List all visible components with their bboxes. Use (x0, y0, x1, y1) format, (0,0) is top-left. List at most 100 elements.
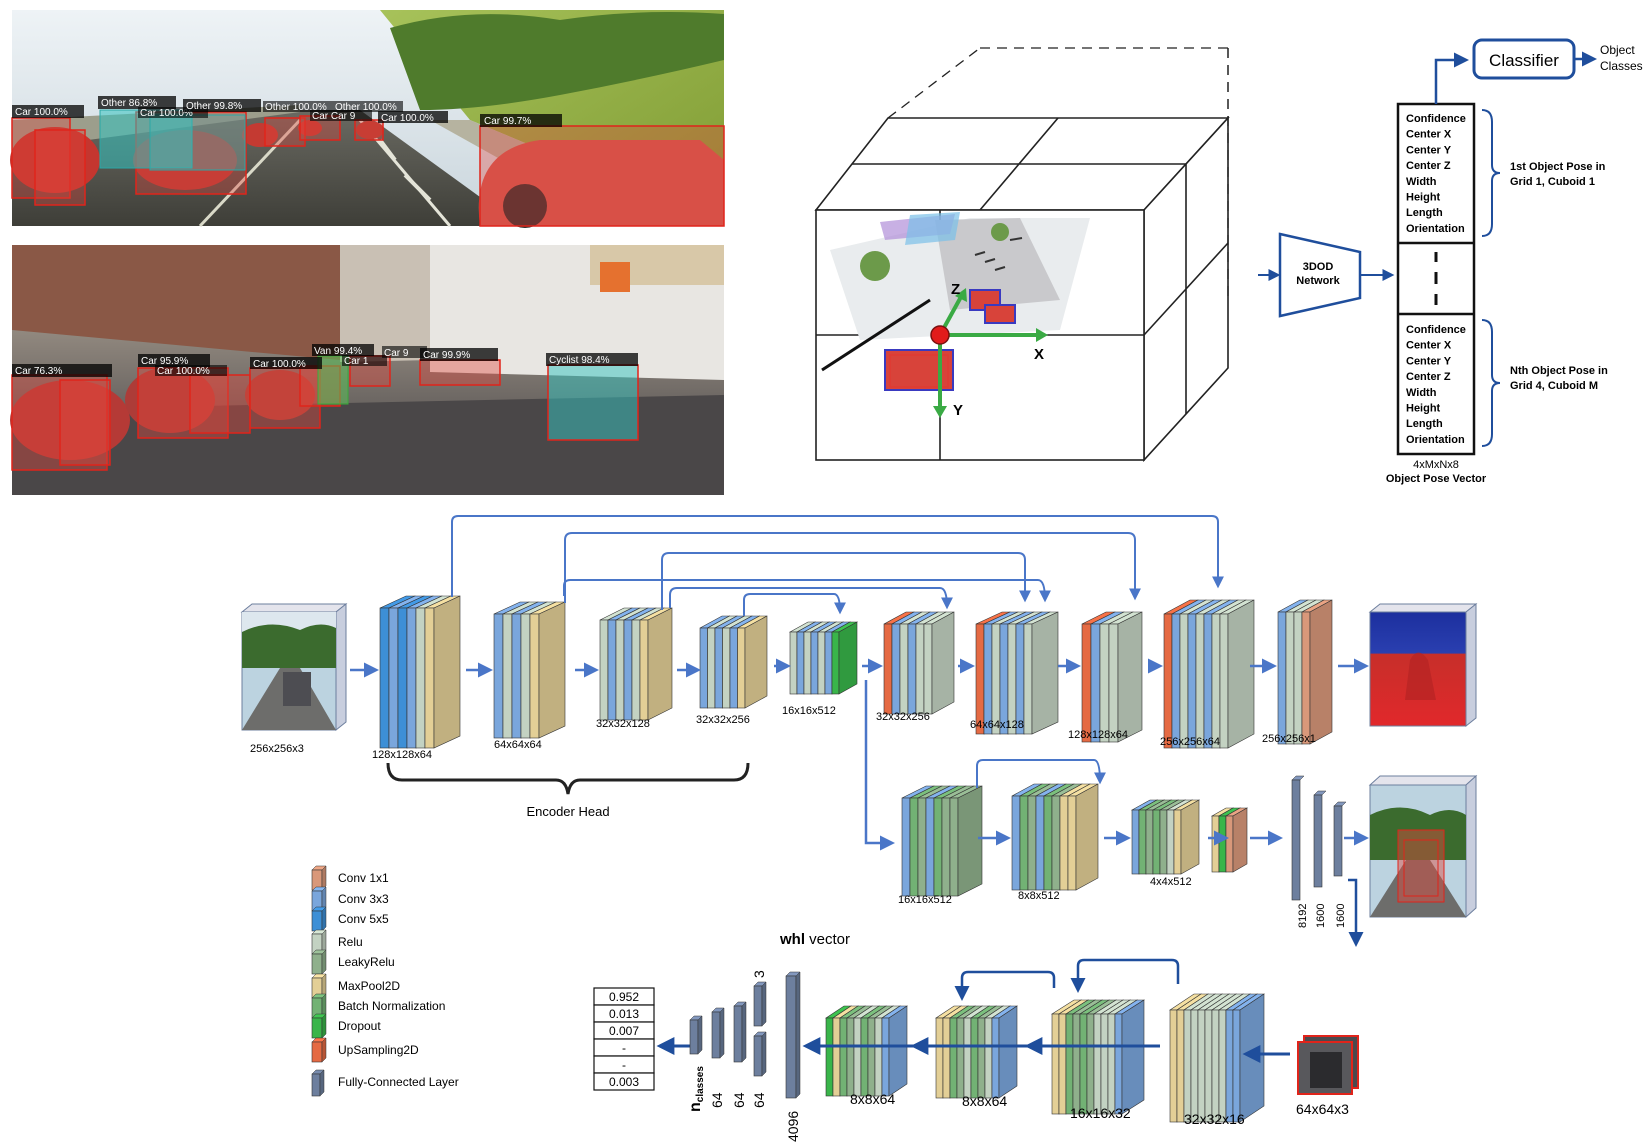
pose-field: Width (1406, 387, 1437, 399)
pose-field: Length (1406, 418, 1443, 430)
layer-slab (803, 631, 812, 695)
detection-photo-street: Car 76.3% Car 95.9% Car 100.0% Car 100.0… (10, 245, 724, 495)
layer-slab (1090, 623, 1101, 743)
layer-slab (933, 797, 943, 897)
legend-label: Relu (338, 935, 363, 949)
layer-slab (956, 1017, 965, 1099)
layer-slab (1138, 809, 1147, 875)
legend-swatch (311, 1041, 323, 1063)
layer-slab (1169, 1009, 1178, 1123)
layer-slab (1187, 613, 1197, 749)
fc-layer (1333, 805, 1343, 877)
layer-slab (963, 1017, 972, 1099)
layer-slab (1166, 809, 1175, 875)
pose-field: Center Y (1406, 355, 1452, 367)
layer-slab (1145, 809, 1154, 875)
depth-layer-block: 128x128x64 (1068, 611, 1143, 743)
detection-label: Car 99.9% (423, 350, 470, 361)
layer-slab (1176, 1009, 1185, 1123)
layer-slab (737, 627, 746, 709)
pose-field: Confidence (1406, 324, 1466, 336)
fc-layer (689, 1019, 699, 1055)
network-3dod-line2: Network (1296, 275, 1340, 287)
layer-slab (915, 623, 925, 715)
layer-slab (1007, 623, 1017, 735)
fc-dims: 1600 (1335, 904, 1347, 928)
depth-layer-block: 128x128x64 (372, 595, 461, 761)
layer-dims: 32x32x128 (596, 718, 650, 730)
object-classes-line2: Classes (1600, 59, 1643, 73)
pose-vector-dims: 4xMxNx8 (1413, 459, 1459, 471)
layer-slab (970, 1017, 979, 1099)
layer-slab (1285, 611, 1295, 745)
legend-label: LeakyRelu (338, 955, 395, 969)
classifier-layer-block: 16x16x32 (1050, 999, 1146, 1121)
layer-slab (1152, 809, 1161, 875)
fc-dims: 64 (709, 1092, 725, 1108)
pose-field: Height (1406, 403, 1441, 415)
layer-slab (1023, 623, 1033, 735)
layer-slab (1027, 795, 1037, 891)
fc-layer (785, 975, 797, 1099)
layer-slab (789, 631, 798, 695)
layer-slab (1204, 1009, 1213, 1123)
layer-slab (1086, 1013, 1095, 1115)
legend-label: Fully-Connected Layer (338, 1075, 459, 1089)
layer-slab (1190, 1009, 1199, 1123)
classifier-label: Classifier (1489, 51, 1559, 70)
layer-dims: 8x8x64 (850, 1091, 895, 1107)
detection-label: Car 100.0% (15, 107, 68, 118)
layer-slab (853, 1017, 862, 1097)
n-classes-main: n (687, 1102, 704, 1112)
whl-bold: whl (779, 931, 805, 948)
layer-slab (941, 797, 951, 897)
depth-layer-block: 64x64x128 (970, 611, 1059, 735)
layer-slab (1293, 611, 1303, 745)
depth-input-image (240, 602, 348, 732)
layer-slab (1225, 815, 1234, 873)
layer-slab (699, 627, 708, 709)
depth-layer-block: 256x256x64 (1160, 599, 1255, 749)
legend-label: Conv 5x5 (338, 912, 389, 926)
layer-slab (511, 613, 522, 739)
layer-slab (810, 631, 819, 695)
layer-dims: 16x16x512 (898, 894, 952, 906)
pose-nth-line1: Nth Object Pose in (1510, 365, 1608, 377)
layer-slab (831, 631, 840, 695)
classifier-layer-block: 8x8x64 (935, 1005, 1018, 1109)
layer-slab (907, 623, 917, 715)
layer-dims: 4x4x512 (1150, 876, 1192, 888)
layer-slab (1114, 1013, 1123, 1115)
legend-label: Conv 3x3 (338, 892, 389, 906)
layer-slab (1043, 795, 1053, 891)
layer-slab (832, 1017, 841, 1097)
pose-nth-line2: Grid 4, Cuboid M (1510, 380, 1598, 392)
detection-label: Car Car 9 (312, 111, 356, 122)
layer-slab (867, 1017, 876, 1097)
layer-slab (1211, 1009, 1220, 1123)
pose-field: Center Z (1406, 160, 1451, 172)
detection-label: Other 100.0% (335, 102, 397, 113)
detect-layer-block: 16x16x512 (898, 785, 983, 906)
layer-slab (1173, 809, 1182, 875)
layer-slab (406, 607, 417, 749)
layer-slab (1219, 613, 1229, 749)
prob-cell (593, 1072, 655, 1091)
layer-slab (917, 797, 927, 897)
layer-slab (707, 627, 716, 709)
layer-slab (796, 631, 805, 695)
fc-layer (1313, 794, 1323, 888)
prob-value: 0.013 (609, 1007, 639, 1021)
n-classes-label: nclasses (687, 1066, 706, 1112)
layer-dims: 16x16x32 (1070, 1105, 1131, 1121)
cube-street-render (821, 212, 1090, 391)
layer-slab (1059, 795, 1069, 891)
legend-label: MaxPool2D (338, 979, 400, 993)
layer-slab (1225, 1009, 1234, 1123)
layer-slab (379, 607, 390, 749)
detection-label: Car 100.0% (253, 359, 306, 370)
classifier-layer-block: 32x32x16 (1169, 993, 1265, 1127)
